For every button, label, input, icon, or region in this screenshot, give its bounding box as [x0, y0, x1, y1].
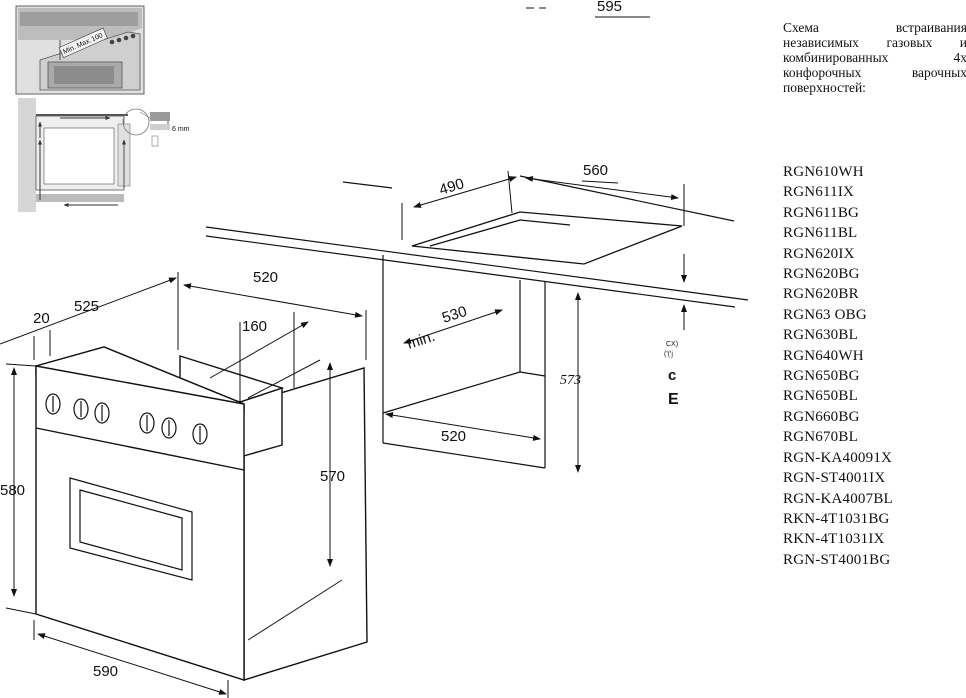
dim-160-label: 160 [242, 318, 267, 335]
badge-100-label: 100 [91, 32, 105, 43]
model-item: RGN611BL [783, 225, 858, 242]
dim-570-label: 570 [320, 468, 345, 485]
hob-cutout [411, 211, 683, 265]
dim-525-label: 525 [74, 298, 99, 315]
dim-595-label: 595 [597, 0, 622, 15]
inset-illustration: Min. Max. 100 6 mm [15, 5, 190, 212]
model-list: RGN610WH RGN611IX RGN611BG RGN611BL RGN620IX… [783, 162, 893, 570]
inset-oven-photo: Min. Max. 100 [15, 5, 145, 95]
cutout-dimensions [401, 170, 685, 240]
model-item: RGN-ST4001IX [783, 470, 886, 487]
model-item: RGN650BG [783, 368, 860, 385]
top-dimension-595: 595 [526, 0, 650, 18]
inset-gap-label: 6 mm [172, 126, 190, 133]
cabinet-niche [382, 255, 546, 469]
model-item: RGN620BR [783, 286, 859, 303]
niche-dimensions [385, 254, 687, 473]
model-item: RGN620IX [783, 245, 855, 262]
oven-door-window [69, 477, 193, 581]
badge-min-label: Min. [62, 44, 77, 56]
model-item: RGN63 OBG [783, 306, 867, 323]
model-item: RGN660BG [783, 408, 860, 425]
oven-body [35, 346, 368, 681]
dim-min-label: min. [405, 328, 437, 353]
model-item: RGN620BG [783, 266, 860, 283]
dim-580-label: 580 [0, 482, 25, 499]
model-item: RGN-KA40091X [783, 449, 893, 466]
mark-e: E [668, 391, 679, 408]
model-item: RGN640WH [783, 347, 864, 364]
dim-590-label: 590 [93, 663, 118, 680]
dim-560-label: 560 [583, 162, 608, 179]
dim-530-label: 530 [440, 303, 469, 327]
min-max-badge: Min. Max. 100 [58, 27, 108, 59]
model-item: RKN-4T1031IX [783, 531, 885, 548]
model-item: RGN650BL [783, 388, 858, 405]
dim-490-label: 490 [437, 175, 466, 199]
model-item: RGN630BL [783, 327, 858, 344]
model-item: RGN610WH [783, 164, 864, 180]
model-item: RGN-ST4001BG [783, 551, 891, 568]
oven-knobs [45, 393, 208, 445]
diagram-caption: Схема встраивания независимых газовых и … [783, 20, 966, 95]
dim-520-oven-label: 520 [253, 269, 278, 286]
model-item: RGN611BG [783, 204, 860, 221]
inset-ventilation-section: 6 mm [18, 98, 190, 212]
oven-dimensions [0, 272, 367, 698]
model-item: RKN-4T1031BG [783, 510, 890, 527]
dim-20-label: 20 [33, 310, 50, 327]
mark-c: c [668, 367, 676, 384]
mark-code1: CX) [666, 341, 678, 348]
certification-marks: CX) ('('j c E [664, 341, 679, 408]
model-item: RGN611IX [783, 184, 855, 201]
model-item: RGN-KA4007BL [783, 490, 893, 507]
dim-573-label: 573 [560, 373, 581, 388]
dim-520-niche-label: 520 [441, 428, 466, 445]
countertop [205, 175, 749, 308]
mark-code2: ('('j [664, 351, 673, 358]
model-item: RGN670BL [783, 429, 858, 446]
